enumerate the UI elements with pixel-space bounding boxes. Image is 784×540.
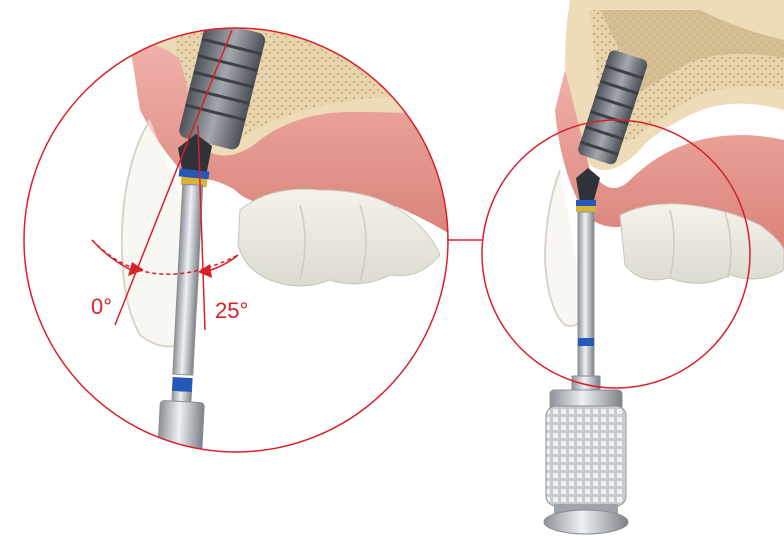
torque-handle bbox=[544, 390, 628, 534]
right-overview-view bbox=[544, 0, 784, 534]
handpiece-head bbox=[157, 400, 204, 462]
left-magnified-view bbox=[20, 20, 460, 463]
overview-shaft bbox=[578, 212, 594, 377]
angle-label-25: 25° bbox=[215, 298, 248, 323]
angle-label-0: 0° bbox=[91, 294, 112, 319]
